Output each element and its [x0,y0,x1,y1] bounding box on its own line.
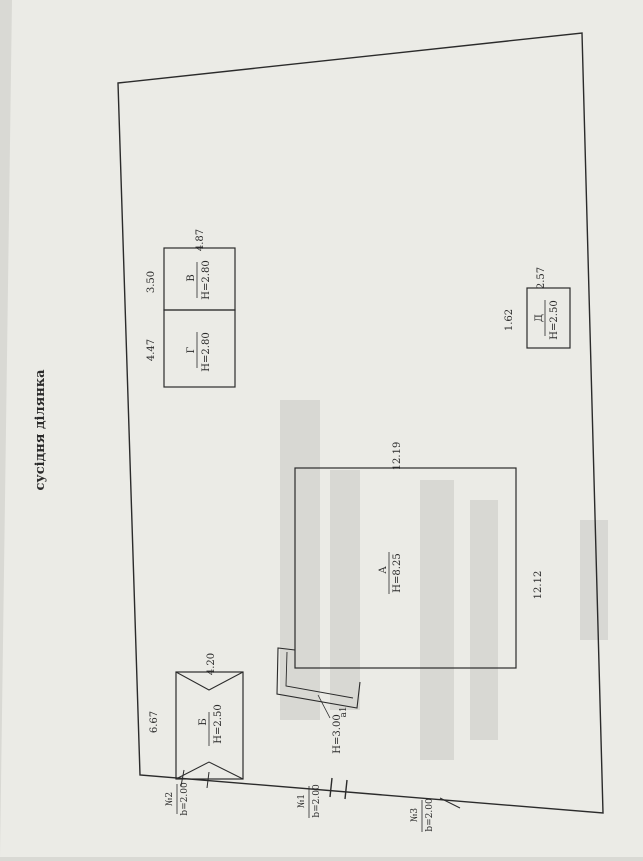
gate-2-name: №2 [165,792,175,806]
building-a-height: Н=8.25 [392,553,403,592]
bleed-through-marks [280,400,608,760]
gate-1-mark [329,777,333,798]
gate-3-width: b=2.00 [425,798,435,832]
building-g-dim-side: 4.47 [146,339,157,361]
building-a [294,467,517,669]
building-b [175,671,244,780]
extension-a1-inner [285,651,354,699]
gate-1-name: №1 [297,794,307,808]
building-g-name: Г [186,346,197,353]
building-d [526,287,571,349]
gate-2-mark [180,769,185,787]
building-d-dim-left: 1.62 [504,309,515,331]
gate-1-width: b=2.00 [312,784,322,818]
building-a-dim-right: 12.12 [533,571,544,600]
building-a-dim-top: 12.19 [392,442,403,471]
extension-a1-leader [317,694,331,719]
extension-a1 [276,647,361,709]
building-b-height: Н=2.50 [213,704,224,743]
gate-2-width: b=2.00 [180,782,190,816]
neighbor-label: сусідня ділянка [33,369,48,491]
building-b-name: Б [198,718,209,725]
building-b-dim-left: 6.67 [149,711,160,733]
building-d-dim-top: 2.57 [536,267,547,289]
building-d-height: Н=2.50 [549,300,560,339]
building-b-roof-bottom [175,761,244,780]
building-d-name: Д [534,314,545,322]
building-g-height: Н=2.80 [201,332,212,371]
gate-3-mark [439,797,461,809]
shared-dim-top: 4.87 [195,229,206,251]
gate-1-mark-2 [344,779,348,800]
building-v-dim-side: 3.50 [146,271,157,293]
gate-2-mark-2 [206,771,210,789]
lot-boundary [117,32,604,814]
building-v-name: В [186,274,197,281]
building-v-height: Н=2.80 [201,260,212,299]
building-b-dim-top: 4.20 [206,653,217,675]
building-a-name: А [378,566,389,574]
building-g [163,309,236,388]
extension-a1-height: Н=3.00 [332,714,343,753]
gate-3-name: №3 [410,808,420,823]
extension-a1-name: а1 [339,706,349,717]
building-b-roof-top [175,671,244,691]
